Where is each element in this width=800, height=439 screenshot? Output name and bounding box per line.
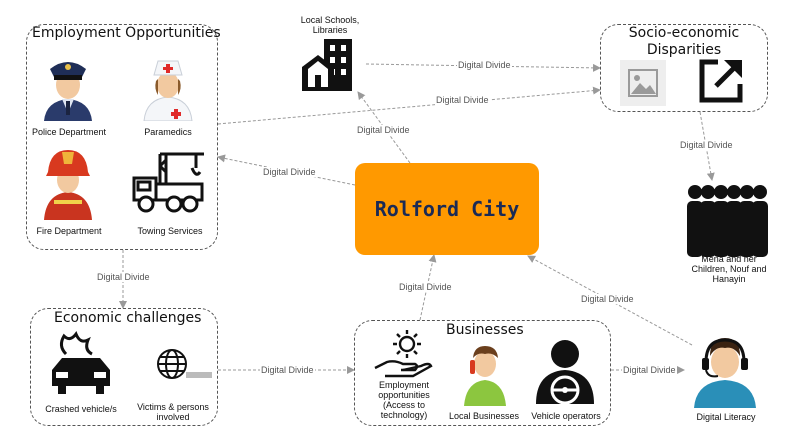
- firefighter-icon: [44, 150, 92, 220]
- socio-group: [600, 24, 768, 112]
- employment-opps-label: Employment opportunities (Access to tech…: [378, 380, 430, 420]
- edge-label: Digital Divide: [260, 365, 315, 375]
- businesses-group-title: Businesses: [446, 322, 524, 338]
- people-group-icon: [687, 185, 768, 257]
- edge-city-employment: [217, 154, 356, 186]
- local-business-person-icon: [464, 346, 506, 406]
- edge-label: Digital Divide: [96, 272, 151, 282]
- edge-label: Digital Divide: [580, 294, 635, 304]
- rolford-city-node[interactable]: Rolford City: [355, 163, 539, 255]
- employment-group-title: Employment Opportunities: [32, 25, 221, 41]
- hand-gear-icon: [374, 330, 433, 378]
- vehicle-operator-label: Vehicle operators: [531, 411, 601, 421]
- edge-label: Digital Divide: [457, 60, 512, 70]
- edge-label: Digital Divide: [679, 140, 734, 150]
- globe-icon: [157, 349, 212, 379]
- edge-label: Digital Divide: [435, 95, 490, 105]
- vehicle-operator-icon: [536, 340, 594, 404]
- crashed-vehicle-icon: [52, 330, 110, 394]
- tow-truck-icon: [132, 152, 204, 213]
- edge-label: Digital Divide: [356, 125, 411, 135]
- local-business-label: Local Businesses: [448, 411, 520, 421]
- family-label: Mena and her Children, Nouf and Hanayin: [691, 254, 767, 284]
- employment-group: [26, 24, 218, 250]
- edge-socio-family: [699, 111, 715, 181]
- crashed-vehicle-label: Crashed vehicle/s: [45, 404, 117, 414]
- firefighter-label: Fire Department: [36, 226, 102, 236]
- edge-businesses-city: [419, 254, 437, 321]
- image-placeholder: [620, 60, 666, 106]
- external-link-icon[interactable]: [698, 56, 746, 104]
- edge-employment-socio: [217, 86, 601, 125]
- police-icon: [44, 62, 92, 121]
- edge-label: Digital Divide: [622, 365, 677, 375]
- image-icon: [628, 69, 658, 97]
- economic-group-title: Economic challenges: [54, 310, 202, 326]
- police-label: Police Department: [31, 127, 107, 137]
- socio-group-title: Socio-economic Disparities: [628, 25, 740, 58]
- paramedic-label: Paramedics: [144, 127, 192, 137]
- school-building-icon: [302, 39, 352, 91]
- schools-label: Local Schools, Libraries: [300, 15, 360, 35]
- edge-label: Digital Divide: [398, 282, 453, 292]
- edge-label: Digital Divide: [262, 167, 317, 177]
- tow-truck-label: Towing Services: [137, 226, 203, 236]
- economic-group: [30, 308, 218, 426]
- digital-literacy-label: Digital Literacy: [696, 412, 756, 422]
- paramedic-icon: [143, 60, 193, 121]
- edge-literacy-city: [527, 255, 693, 346]
- support-agent-icon: [694, 338, 756, 408]
- businesses-group: [354, 320, 611, 426]
- victims-label: Victims & persons involved: [137, 402, 209, 422]
